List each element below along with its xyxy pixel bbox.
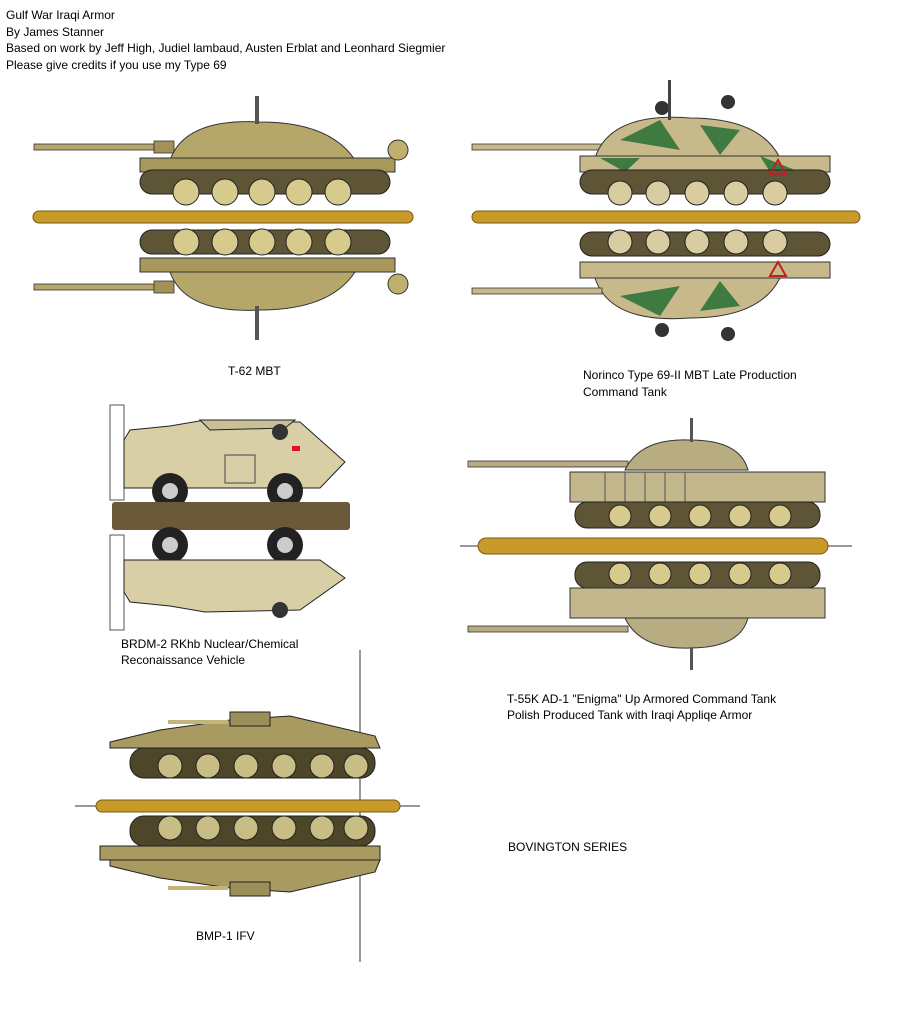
caption-t55k-line1: T-55K AD-1 "Enigma" Up Armored Command T… bbox=[507, 692, 777, 706]
type69-bottom-view bbox=[471, 229, 831, 341]
caption-series: BOVINGTON SERIES bbox=[508, 840, 628, 854]
header: Gulf War Iraqi Armor By James Stanner Ba… bbox=[6, 7, 445, 73]
t62-top-wheels bbox=[172, 178, 352, 206]
note-line: Please give credits if you use my Type 6… bbox=[6, 57, 227, 72]
t62-divider-bar bbox=[32, 210, 414, 224]
caption-type69-line1: Norinco Type 69-II MBT Late Production bbox=[583, 368, 797, 382]
brdm2-top-view bbox=[109, 404, 346, 509]
t62-top-view bbox=[33, 96, 409, 206]
author-line: By James Stanner bbox=[6, 24, 105, 39]
caption-t55k-line2: Polish Produced Tank with Iraqi Appliqe … bbox=[507, 708, 753, 722]
bmp1-bottom-view bbox=[99, 815, 381, 897]
brdm2-bottom-view bbox=[109, 527, 346, 631]
brdm2-divider-bar bbox=[112, 502, 350, 530]
page-title: Gulf War Iraqi Armor bbox=[6, 8, 115, 22]
caption-brdm2-line1: BRDM-2 RKhb Nuclear/Chemical bbox=[121, 637, 299, 651]
t62-bottom-view bbox=[33, 228, 409, 340]
type69-top-view bbox=[471, 80, 831, 206]
caption-brdm2-line2: Reconaissance Vehicle bbox=[121, 653, 246, 667]
caption-t62: T-62 MBT bbox=[228, 364, 281, 378]
caption-bmp1: BMP-1 IFV bbox=[196, 929, 255, 943]
t55k-divider-bar bbox=[477, 537, 829, 555]
t55k-top-view bbox=[467, 418, 826, 529]
bmp1-top-view bbox=[109, 711, 381, 779]
caption-type69-line2: Command Tank bbox=[583, 385, 667, 399]
t55k-bottom-view bbox=[467, 561, 826, 670]
bmp1-divider-bar bbox=[95, 799, 401, 813]
credits-line: Based on work by Jeff High, Judiel lamba… bbox=[6, 41, 446, 55]
type69-divider-bar bbox=[471, 210, 861, 224]
